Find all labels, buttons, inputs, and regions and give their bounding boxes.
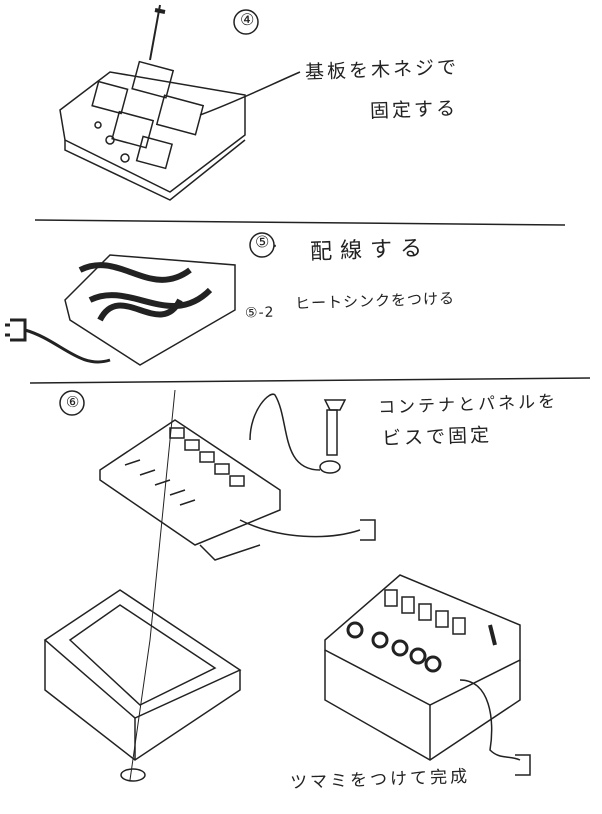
panel-drawing-step6 <box>99 393 376 561</box>
container-drawing <box>43 389 242 782</box>
step5-number: ⑤. <box>254 231 281 252</box>
step4-circle <box>233 9 259 35</box>
divider <box>34 219 566 226</box>
step4-number: ④ <box>239 9 258 30</box>
board-drawing-step4 <box>59 4 301 201</box>
finished-box-drawing <box>324 574 531 776</box>
step6-caption-line2: ビスで固定 <box>381 424 493 450</box>
step5-2-number: ⑤-2 <box>244 304 275 322</box>
wired-board-step5 <box>5 254 236 366</box>
step4-caption-line1: 基板を木ネジで <box>304 56 460 84</box>
divider <box>29 377 591 384</box>
step6-number: ⑥ <box>65 392 83 412</box>
step5-circle <box>249 232 275 258</box>
step5-caption: 配線する <box>309 235 431 266</box>
step4-caption-line2: 固定する <box>369 97 459 123</box>
step6-circle <box>59 390 85 416</box>
